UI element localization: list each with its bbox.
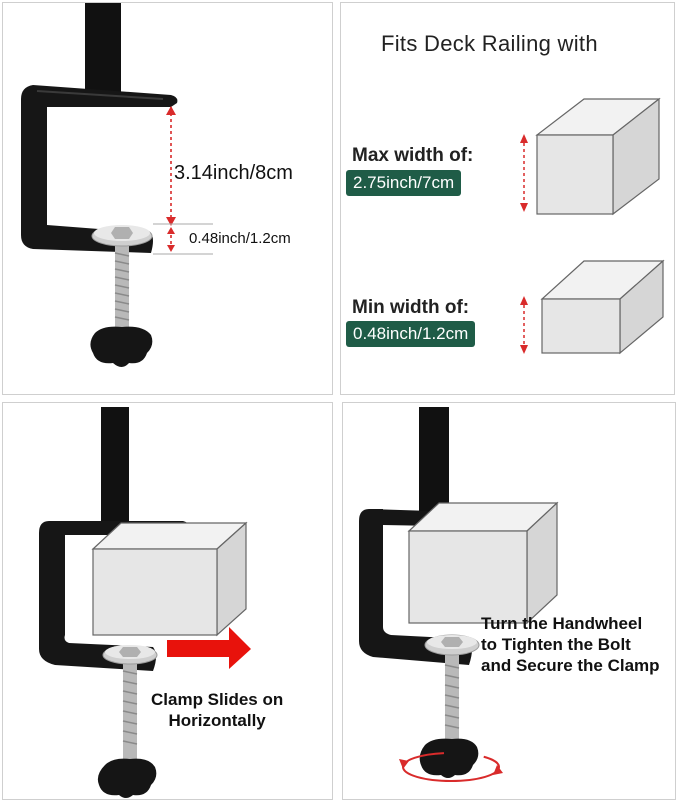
tighten-caption-line3: and Secure the Clamp <box>481 656 660 675</box>
slide-caption-line2: Horizontally <box>168 711 266 730</box>
min-width-label: Min width of: <box>352 297 470 318</box>
handwheel-knob <box>419 738 479 778</box>
clamp-dimensions-illustration <box>21 3 213 367</box>
railing-block-front <box>92 548 218 636</box>
max-width-value-badge: 2.75inch/7cm <box>346 170 462 196</box>
min-block-front <box>541 298 621 354</box>
c-clamp-body <box>21 85 178 253</box>
opening-height-label: 3.14inch/8cm <box>174 162 293 184</box>
railing-block-front <box>408 530 528 624</box>
railing-fit-title: Fits Deck Railing with <box>381 31 598 56</box>
railing-blocks-illustration <box>520 97 665 355</box>
slide-direction-arrow <box>167 627 251 669</box>
clamp-dimensions-panel: 3.14inch/8cm 0.48inch/1.2cm <box>2 2 333 395</box>
max-width-label: Max width of: <box>352 145 474 166</box>
clamp-slide-illustration <box>39 407 251 798</box>
clamp-slides-panel: Clamp Slides on Horizontally <box>2 402 333 800</box>
handwheel-knob <box>90 326 153 367</box>
max-block-front <box>536 134 614 215</box>
tighten-caption-line2: to Tighten the Bolt <box>481 635 631 654</box>
screw-min-label: 0.48inch/1.2cm <box>189 230 291 247</box>
slide-caption: Clamp Slides on Horizontally <box>151 689 283 731</box>
clamp-screw <box>115 243 129 335</box>
clamp-pole <box>419 407 449 521</box>
tighten-caption-line1: Turn the Handwheel <box>481 614 643 633</box>
clamp-pole <box>85 3 121 95</box>
tighten-caption: Turn the Handwheel to Tighten the Bolt a… <box>481 613 660 676</box>
railing-fit-panel: Fits Deck Railing with Max width of: 2.7… <box>340 2 675 395</box>
tighten-clamp-panel: Turn the Handwheel to Tighten the Bolt a… <box>342 402 676 800</box>
clamp-tighten-illustration <box>359 407 559 782</box>
slide-caption-line1: Clamp Slides on <box>151 690 284 709</box>
handwheel-knob <box>97 758 157 798</box>
clamp-pole <box>101 407 129 531</box>
min-width-value-badge: 0.48inch/1.2cm <box>346 321 476 347</box>
